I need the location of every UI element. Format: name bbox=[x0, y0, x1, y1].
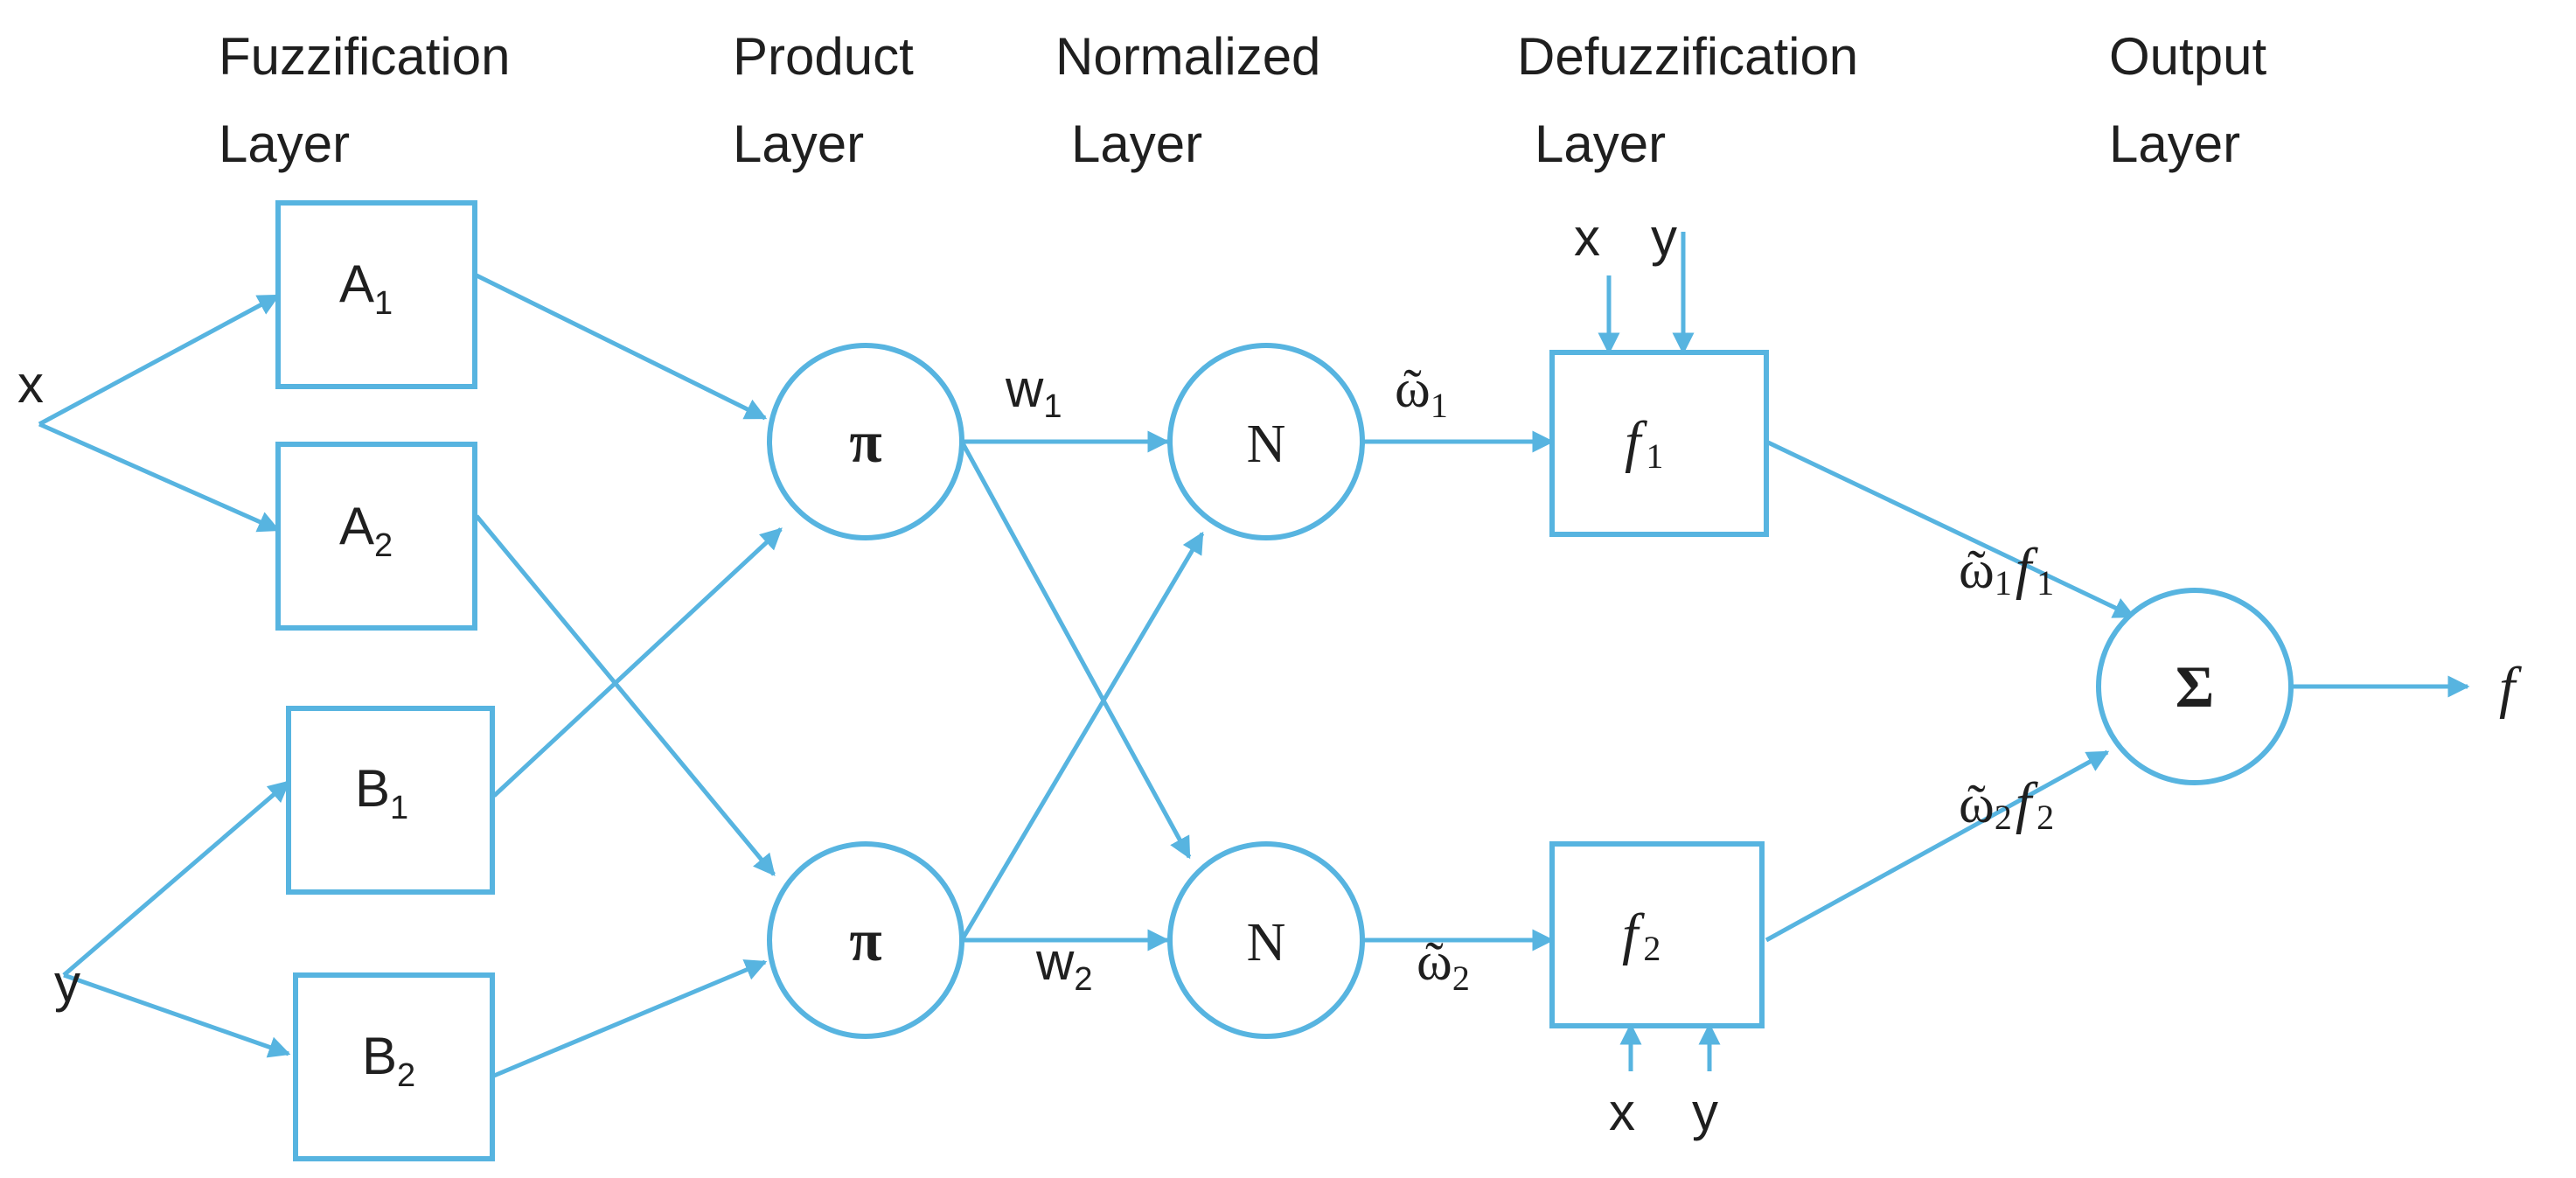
input-x-label: x bbox=[17, 355, 44, 414]
fuzzy-node-a2: A2 bbox=[275, 442, 477, 631]
svg-text:π: π bbox=[849, 408, 881, 475]
header-product-line2: Layer bbox=[733, 115, 864, 173]
input-y-label: y bbox=[54, 954, 80, 1013]
svg-text:N: N bbox=[1247, 913, 1286, 972]
sum-node: Σ bbox=[2096, 588, 2294, 785]
fuzzy-node-a1: A1 bbox=[275, 200, 477, 389]
header-normalized-layer: Normalized Layer bbox=[1055, 27, 1320, 173]
edge-b2-pi2 bbox=[493, 959, 768, 1078]
svg-text:A1: A1 bbox=[339, 254, 393, 322]
edge-y-b1 bbox=[62, 780, 290, 977]
edges bbox=[38, 232, 2470, 1078]
svg-text:B2: B2 bbox=[362, 1027, 415, 1094]
header-fuzzification-layer: Fuzzification Layer bbox=[219, 27, 510, 173]
header-output-layer: Output Layer bbox=[2109, 27, 2266, 173]
edge-a1-pi1 bbox=[475, 273, 768, 421]
header-output-line2: Layer bbox=[2109, 115, 2240, 173]
header-output-line1: Output bbox=[2109, 27, 2266, 86]
normalized-node-2: N bbox=[1167, 841, 1365, 1039]
fuzzy-node-b1: B1 bbox=[286, 706, 495, 895]
edge-y-b2 bbox=[63, 972, 291, 1058]
normalized-weight-1: ῶ1 bbox=[1395, 359, 1448, 425]
svg-text:π: π bbox=[849, 907, 881, 973]
normalized-weight-2: ῶ2 bbox=[1417, 932, 1470, 998]
header-fuzzification-line1: Fuzzification bbox=[219, 27, 510, 86]
header-defuzzification-layer: Defuzzification Layer bbox=[1517, 27, 1858, 173]
edge-x-a1 bbox=[38, 293, 281, 427]
edge-b1-pi1 bbox=[492, 527, 783, 798]
header-defuzzification-line1: Defuzzification bbox=[1517, 27, 1858, 86]
edge-pi2-n1 bbox=[959, 531, 1205, 942]
edge-f1-sigma bbox=[1765, 439, 2136, 619]
edge-a2-pi2 bbox=[475, 514, 776, 876]
svg-text:B1: B1 bbox=[355, 759, 408, 826]
fuzzy-node-b2: B2 bbox=[293, 972, 495, 1161]
defuzz-top-input-x: x bbox=[1574, 208, 1600, 267]
defuzz-bottom-input-y: y bbox=[1692, 1083, 1718, 1141]
svg-text:Σ: Σ bbox=[2176, 653, 2214, 720]
defuzz-top-input-y: y bbox=[1651, 208, 1677, 267]
edge-f2-sigma bbox=[1765, 749, 2110, 943]
header-product-layer: Product Layer bbox=[733, 27, 914, 173]
header-normalized-line2: Layer bbox=[1071, 115, 1202, 173]
weight-w1: w1 bbox=[1005, 359, 1062, 425]
header-product-line1: Product bbox=[733, 27, 914, 86]
edge-pi1-n2 bbox=[959, 440, 1192, 860]
product-node-1: π bbox=[767, 343, 964, 540]
svg-text:N: N bbox=[1247, 415, 1286, 474]
normalized-node-1: N bbox=[1167, 343, 1365, 540]
edge-x-a2 bbox=[38, 422, 281, 533]
header-fuzzification-line2: Layer bbox=[219, 115, 350, 173]
header-normalized-line1: Normalized bbox=[1055, 27, 1320, 86]
svg-text:A2: A2 bbox=[339, 497, 393, 564]
defuzz-bottom-input-x: x bbox=[1609, 1083, 1635, 1141]
header-defuzzification-line2: Layer bbox=[1535, 115, 1666, 173]
product-node-2: π bbox=[767, 841, 964, 1039]
output-label: f bbox=[2499, 656, 2522, 720]
weight-w2: w2 bbox=[1035, 932, 1092, 998]
